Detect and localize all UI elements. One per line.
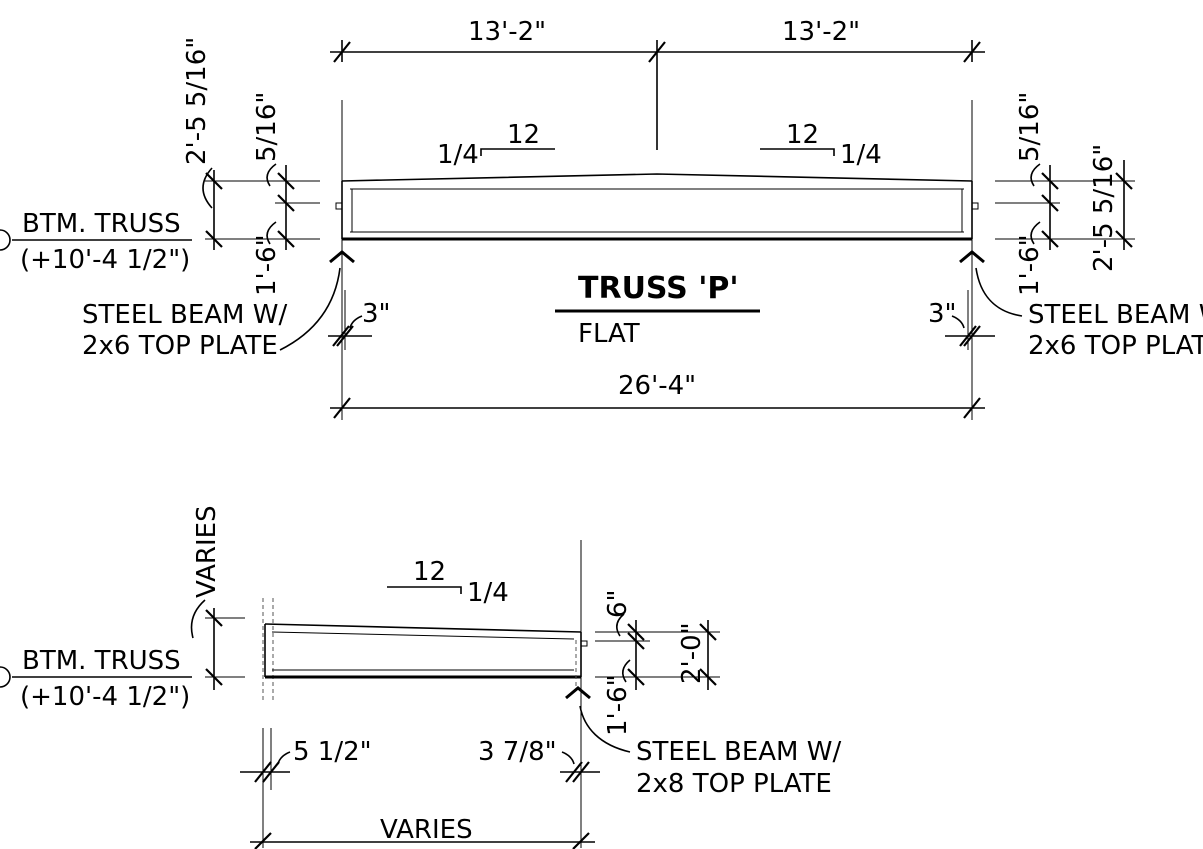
left-bearing-caret xyxy=(329,250,355,264)
slope-right-rise: 1/4 xyxy=(840,140,882,170)
left-depth-label: 1'-6" xyxy=(252,234,282,296)
dim-tick xyxy=(963,325,981,347)
elevation-target-marker xyxy=(0,229,11,251)
leader xyxy=(277,751,291,765)
truss-p-subtitle: FLAT xyxy=(578,319,640,349)
slope-left-rise: 1/4 xyxy=(437,140,479,170)
dim-tick xyxy=(565,761,583,783)
lower-btm-truss-label: BTM. TRUSS xyxy=(22,646,181,676)
slope-left-triangle xyxy=(480,148,555,156)
dim-tick xyxy=(1115,230,1133,248)
dim-tick xyxy=(333,397,351,419)
dim-tick xyxy=(1041,230,1059,248)
left-hanger-plate xyxy=(335,202,343,210)
lower-truss-detail: 12 1/4 VARIES BTM. TRUSS (+10'-4 1/2") 6… xyxy=(0,505,841,849)
lower-left-bearing-label: 5 1/2" xyxy=(293,737,372,767)
lower-beam-leader xyxy=(579,705,631,753)
leader xyxy=(561,751,575,765)
dim-tick xyxy=(277,172,295,190)
span-left-label: 13'-2" xyxy=(468,17,546,47)
lower-slope-run: 12 xyxy=(413,557,446,587)
btm-truss-label: BTM. TRUSS xyxy=(22,209,181,239)
lower-truss-top-chord-inner xyxy=(271,631,575,640)
dim-tick xyxy=(332,325,350,347)
leader xyxy=(266,163,277,187)
dim-tick xyxy=(963,397,981,419)
leader xyxy=(616,613,625,637)
right-hanger-plate xyxy=(971,202,979,210)
right-hanger-plate xyxy=(580,640,588,647)
right-heel-label: 5/16" xyxy=(1015,92,1045,162)
right-beam-note-line2: 2x6 TOP PLATE xyxy=(1028,331,1203,361)
lower-right-height-total: 2'-0" xyxy=(677,622,707,684)
leader xyxy=(1030,163,1041,187)
left-beam-leader xyxy=(279,267,341,351)
truss-p-title: TRUSS 'P' xyxy=(578,271,739,306)
dim-tick xyxy=(627,668,645,686)
slope-right-triangle xyxy=(760,148,835,156)
dim-tick xyxy=(627,632,645,650)
lower-span-varies: VARIES xyxy=(380,815,473,845)
dim-tick xyxy=(205,609,223,627)
lower-right-heel-label: 6" xyxy=(603,589,633,618)
dim-tick xyxy=(572,761,590,783)
dim-tick xyxy=(699,668,717,686)
lower-btm-truss-elevation: (+10'-4 1/2") xyxy=(20,682,190,712)
lower-right-depth-label: 1'-6" xyxy=(603,674,633,736)
left-bearing-label: 3" xyxy=(362,299,391,329)
right-height-total-label: 2'-5 5/16" xyxy=(1089,144,1119,272)
dim-tick xyxy=(627,623,645,641)
lower-bearing-caret xyxy=(565,686,591,700)
left-heel-label: 5/16" xyxy=(252,92,282,162)
span-right-label: 13'-2" xyxy=(782,17,860,47)
dim-tick xyxy=(1041,194,1059,212)
leader xyxy=(951,315,965,329)
right-bearing-caret xyxy=(959,250,985,264)
right-beam-note-line1: STEEL BEAM W/ xyxy=(1028,300,1203,330)
slope-right-run: 12 xyxy=(786,120,819,150)
right-depth-label: 1'-6" xyxy=(1015,234,1045,296)
lower-elevation-target-marker xyxy=(0,666,11,688)
dim-tick xyxy=(1041,172,1059,190)
dim-tick xyxy=(205,230,223,248)
leader xyxy=(190,599,206,639)
leader xyxy=(266,221,277,245)
dim-tick xyxy=(699,623,717,641)
btm-truss-elevation: (+10'-4 1/2") xyxy=(20,245,190,275)
dim-tick xyxy=(205,172,223,190)
leader xyxy=(1030,221,1041,245)
dim-tick xyxy=(572,832,590,849)
truss-p-detail: 13'-2" 13'-2" 1/4 12 12 1/4 TRUSS 'P' FL… xyxy=(0,17,1203,420)
lower-beam-note-line2: 2x8 TOP PLATE xyxy=(636,769,832,799)
leader xyxy=(202,167,213,209)
lower-slope-rise: 1/4 xyxy=(467,578,509,608)
lower-right-bearing-label: 3 7/8" xyxy=(478,737,557,767)
dim-tick xyxy=(277,194,295,212)
left-beam-note-line1: STEEL BEAM W/ xyxy=(82,300,287,330)
truss-top-chord xyxy=(341,173,973,182)
lower-beam-note-line1: STEEL BEAM W/ xyxy=(636,737,841,767)
dim-tick xyxy=(254,832,272,849)
right-beam-leader xyxy=(975,267,1023,317)
left-beam-note-line2: 2x6 TOP PLATE xyxy=(82,331,278,361)
span-total-label: 26'-4" xyxy=(618,371,696,401)
dim-tick xyxy=(1115,172,1133,190)
lower-height-varies: VARIES xyxy=(192,505,222,598)
lower-slope-triangle xyxy=(387,586,462,594)
slope-left-run: 12 xyxy=(507,120,540,150)
lower-truss-top-chord xyxy=(264,623,582,633)
dim-tick xyxy=(277,230,295,248)
leader xyxy=(622,659,631,683)
leader xyxy=(349,315,363,329)
left-height-total-label: 2'-5 5/16" xyxy=(182,37,212,165)
dim-tick xyxy=(205,668,223,686)
right-bearing-label: 3" xyxy=(928,299,957,329)
